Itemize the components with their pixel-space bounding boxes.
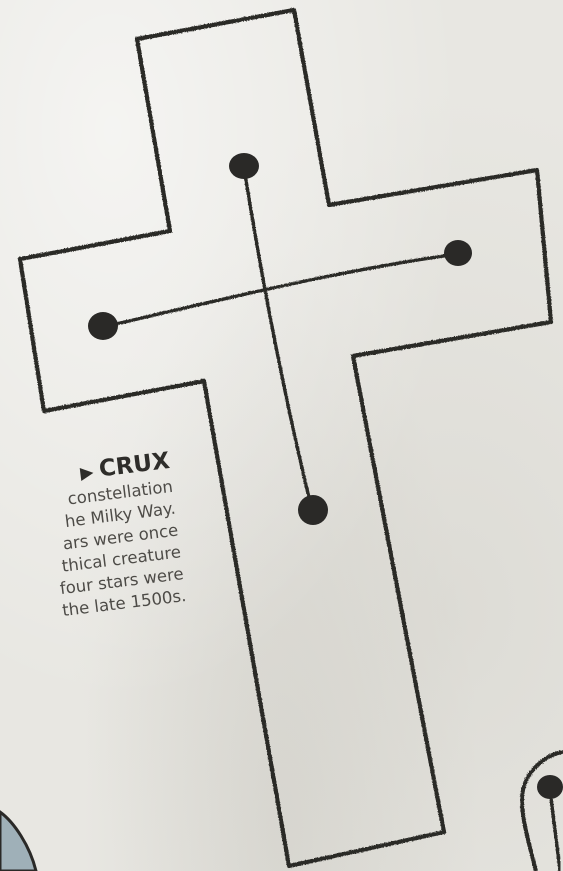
constellation-line-vertical	[244, 168, 312, 510]
star-dot-top	[229, 153, 259, 179]
cross-outline	[20, 10, 551, 866]
star-dot-bottom	[298, 495, 328, 525]
adjacent-drawing-line	[550, 790, 560, 871]
corner-shadow	[0, 812, 36, 871]
triangle-right-icon: ▶	[79, 462, 94, 483]
adjacent-star-dot	[537, 775, 563, 799]
constellation-line-horizontal	[103, 254, 458, 327]
star-dot-right	[444, 240, 472, 266]
star-dot-left	[88, 312, 118, 340]
